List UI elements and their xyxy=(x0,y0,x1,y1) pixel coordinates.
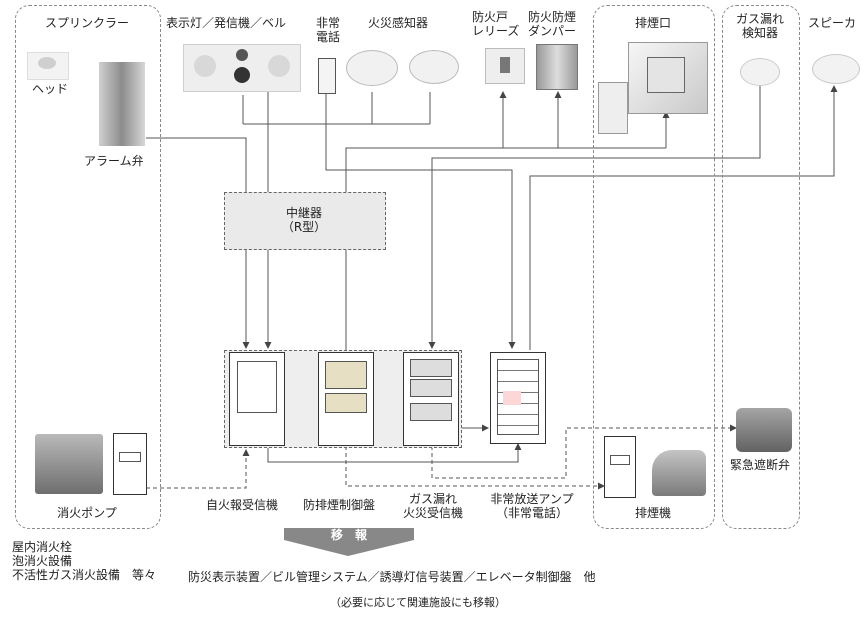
fire-door-label: 防火戸 レリーズ xyxy=(472,10,520,38)
other-equipment-label: 屋内消火栓 泡消火設備 不活性ガス消火設備 等々 xyxy=(12,540,157,582)
smoke-fan-label: 排煙機 xyxy=(634,506,671,520)
fire-damper-icon xyxy=(536,44,578,90)
emergency-phone-icon xyxy=(318,58,336,94)
speaker-icon xyxy=(812,54,860,84)
fire-receiver-label: 自火報受信機 xyxy=(206,498,279,512)
fire-detector-label: 火災感知器 xyxy=(368,16,429,30)
sprinkler-head-icon xyxy=(27,52,69,80)
smoke-control-label: 防排煙制御盤 xyxy=(303,498,376,512)
gas-fire-receiver-label: ガス漏れ 火災受信機 xyxy=(402,492,463,520)
fire-pump-label: 消火ポンプ xyxy=(57,506,117,520)
related-systems-label: 防災表示装置／ビル管理システム／誘導灯信号装置／エレベータ制御盤 他 xyxy=(188,570,596,584)
relay-label: 中継器 （R型） xyxy=(281,206,327,234)
smoke-outlet-icon xyxy=(628,42,708,114)
broadcast-amp-label: 非常放送アンプ （非常電話） xyxy=(490,492,574,520)
pump-control-panel-icon xyxy=(113,433,147,495)
sprinkler-label: スプリンクラー xyxy=(44,16,129,30)
transfer-note-label: （必要に応じて関連施設にも移報） xyxy=(330,596,506,609)
smoke-control-unit xyxy=(318,352,374,446)
alarm-valve-label: アラーム弁 xyxy=(84,154,144,168)
fire-pump-icon xyxy=(35,434,103,494)
smoke-fan-icon xyxy=(652,450,706,496)
gas-fire-receiver-unit xyxy=(403,352,459,446)
smoke-outlet-switch-icon xyxy=(598,82,628,134)
emergency-valve-label: 緊急遮断弁 xyxy=(729,458,790,472)
gas-detector-group xyxy=(722,5,800,529)
indicator-bell-icon xyxy=(183,44,301,92)
relay-box xyxy=(224,192,386,250)
alarm-valve-icon xyxy=(99,62,145,146)
gas-detector-label: ガス漏れ 検知器 xyxy=(735,12,784,40)
broadcast-amp-unit xyxy=(490,352,546,444)
head-label: ヘッド xyxy=(32,82,69,96)
sprinkler-group xyxy=(15,5,161,529)
transfer-label: 移 報 xyxy=(330,528,367,542)
fire-damper-label: 防火防煙 ダンパー xyxy=(528,10,577,38)
gas-detector-icon xyxy=(740,58,780,86)
smoke-fan-panel-icon xyxy=(604,436,636,498)
smoke-detector-icon xyxy=(409,50,459,84)
fire-receiver-unit xyxy=(229,352,285,446)
smoke-outlet-label: 排煙口 xyxy=(634,16,671,30)
indicator-label: 表示灯／発信機／ベル xyxy=(166,16,287,30)
smoke-outlet-group xyxy=(593,5,715,529)
heat-detector-icon xyxy=(346,50,398,86)
speaker-label: スピーカ xyxy=(808,16,857,30)
emergency-valve-icon xyxy=(736,408,792,452)
emergency-phone-label: 非常 電話 xyxy=(316,16,341,44)
fire-door-release-icon xyxy=(485,48,525,84)
